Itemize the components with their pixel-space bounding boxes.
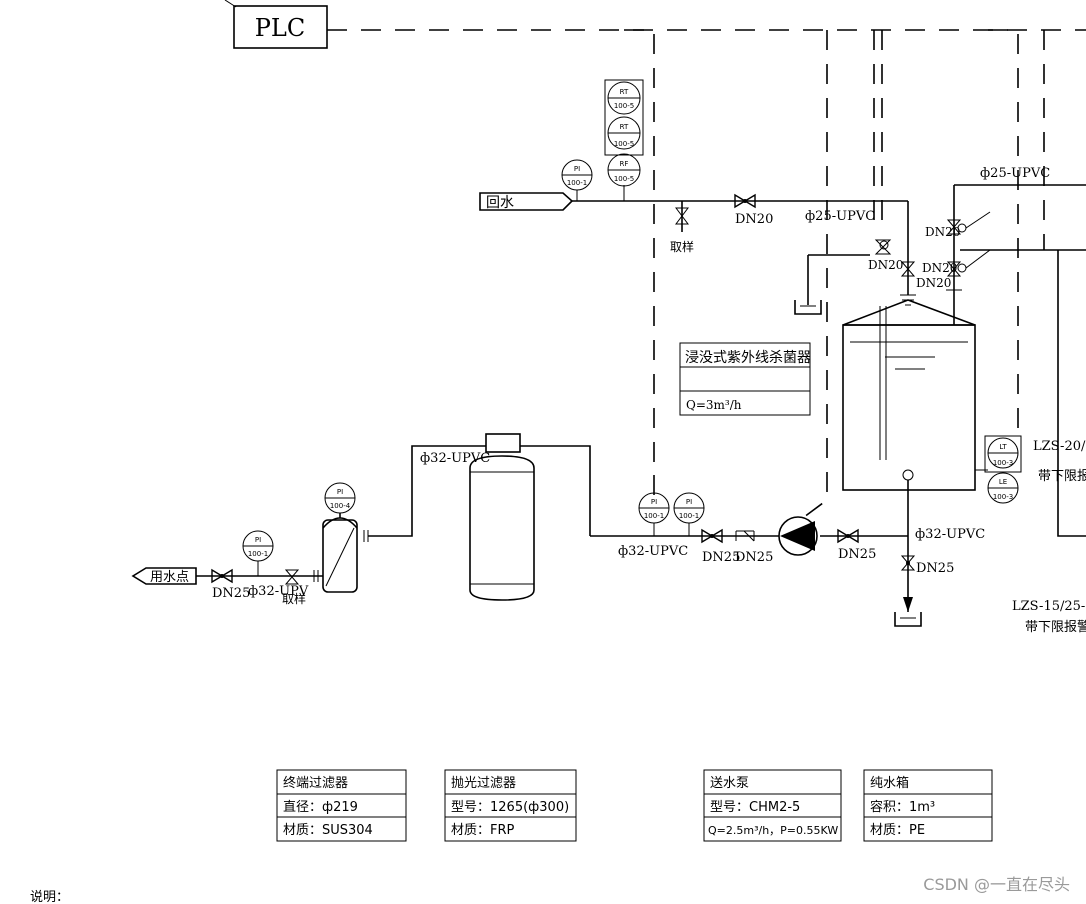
svg-text:100-1: 100-1 bbox=[679, 512, 699, 520]
pipe-25-mid-label: ф25-UPVC bbox=[805, 209, 875, 224]
lzs1-model-label: LZS-20/160 bbox=[1033, 439, 1086, 454]
svg-text:PI: PI bbox=[337, 488, 343, 496]
level-instruments: LT 100-3 LE 100-3 LZS-20/160 带下限报警 LZS-1… bbox=[975, 435, 1086, 635]
pi-pump2-instrument: PI 100-1 bbox=[673, 492, 705, 536]
supply-pump-icon bbox=[778, 516, 818, 556]
rt2-instrument: RT 100-5 bbox=[607, 116, 641, 150]
pi-pump1-instrument: PI 100-1 bbox=[638, 492, 670, 536]
svg-text:送水泵: 送水泵 bbox=[710, 776, 749, 791]
dn25-b-label: DN25 bbox=[735, 550, 773, 565]
pure-water-tank bbox=[842, 289, 976, 491]
svg-text:100-4: 100-4 bbox=[330, 502, 351, 510]
svg-text:RT: RT bbox=[620, 88, 629, 96]
svg-text:终端过滤器: 终端过滤器 bbox=[283, 775, 348, 791]
svg-text:材质：SUS304: 材质：SUS304 bbox=[283, 823, 373, 838]
return-water-pipe: 回水 DN20 ф25-UPVC 取样 DN20 DN20 bbox=[479, 192, 951, 315]
uv-flow: Q=3m³/h bbox=[686, 398, 742, 412]
watermark: CSDN @一直在尽头 bbox=[923, 875, 1070, 894]
svg-text:容积：1m³: 容积：1m³ bbox=[870, 799, 935, 815]
pipe-32-pump-label: ф32-UPVC bbox=[618, 544, 688, 559]
svg-text:型号：1265(ф300): 型号：1265(ф300) bbox=[451, 800, 569, 815]
svg-text:LE: LE bbox=[999, 478, 1007, 486]
lzs2-alarm-label: 带下限报警 bbox=[1025, 619, 1086, 635]
right-inlet-pipes: ф25-UPVC DN20 DN20 bbox=[922, 166, 1086, 537]
dn20-right1-label: DN20 bbox=[925, 225, 960, 239]
pi-left-instrument: PI 100-1 bbox=[242, 530, 274, 576]
svg-text:PI: PI bbox=[255, 536, 261, 544]
lzs2-model-label: LZS-15/25-250 bbox=[1012, 599, 1086, 614]
pipe-32-tank-label: ф32-UPVC bbox=[915, 527, 985, 542]
svg-text:100-3: 100-3 bbox=[993, 493, 1013, 501]
table-terminal-filter: 终端过滤器 直径：ф219 材质：SUS304 bbox=[276, 769, 407, 842]
plc-box: PLC bbox=[224, 0, 328, 49]
plc-label: PLC bbox=[255, 14, 305, 42]
table-supply-pump: 送水泵 型号：CHM2-5 Q=2.5m³/h，P=0.55KW bbox=[703, 769, 842, 842]
sample-valve-label: 取样 bbox=[670, 239, 694, 254]
svg-text:100-1: 100-1 bbox=[644, 512, 664, 520]
use-point-label: 用水点 bbox=[150, 570, 189, 585]
uv-sterilizer-box: 浸没式紫外线杀菌器 Q=3m³/h bbox=[679, 342, 811, 416]
dn25-left-label: DN25 bbox=[212, 586, 250, 601]
pipe-32-left-label: ф32-UPV bbox=[248, 584, 309, 599]
pipe-25-top-label: ф25-UPVC bbox=[980, 166, 1050, 181]
return-water-label: 回水 bbox=[486, 195, 514, 211]
svg-text:RF: RF bbox=[620, 160, 629, 168]
control-signal-lines bbox=[327, 29, 1086, 521]
dn20-center-label: DN20 bbox=[868, 258, 903, 272]
svg-text:抛光过滤器: 抛光过滤器 bbox=[451, 776, 516, 791]
svg-text:材质：FRP: 材质：FRP bbox=[451, 823, 515, 838]
table-water-tank: 纯水箱 容积：1m³ 材质：PE bbox=[863, 769, 993, 842]
lt-instrument: LT 100-3 bbox=[987, 437, 1019, 469]
main-supply-line: DN25 ф32-UPVC DN25 DN25 DN25 PI 100-1 bbox=[131, 433, 985, 627]
uv-title: 浸没式紫外线杀菌器 bbox=[685, 350, 811, 366]
polish-filter-vessel bbox=[469, 433, 535, 601]
svg-text:PI: PI bbox=[651, 498, 657, 506]
sample-valve-left-label: 取样 bbox=[282, 591, 306, 606]
svg-text:100-1: 100-1 bbox=[248, 550, 268, 558]
dn20-return-label: DN20 bbox=[735, 212, 773, 227]
svg-text:纯水箱: 纯水箱 bbox=[870, 775, 909, 791]
instrument-stack: RT 100-5 RT 100-5 RF 100-5 bbox=[604, 79, 644, 201]
svg-text:100-5: 100-5 bbox=[614, 175, 634, 183]
svg-text:100-3: 100-3 bbox=[993, 459, 1013, 467]
svg-text:Q=2.5m³/h，P=0.55KW: Q=2.5m³/h，P=0.55KW bbox=[708, 824, 838, 837]
terminal-filter-vessel bbox=[322, 513, 358, 593]
svg-text:100-1: 100-1 bbox=[567, 179, 587, 187]
svg-text:材质：PE: 材质：PE bbox=[870, 823, 925, 838]
dn20-center2-label: DN20 bbox=[916, 276, 951, 290]
svg-text:PI: PI bbox=[686, 498, 692, 506]
svg-text:RT: RT bbox=[620, 123, 629, 131]
dn25-c-label: DN25 bbox=[838, 547, 876, 562]
table-polish-filter: 抛光过滤器 型号：1265(ф300) 材质：FRP bbox=[444, 769, 577, 842]
svg-text:直径：ф219: 直径：ф219 bbox=[283, 800, 358, 815]
svg-text:LT: LT bbox=[999, 443, 1007, 451]
note-label: 说明： bbox=[30, 890, 69, 904]
pi-return-instrument: PI 100-1 bbox=[561, 159, 593, 201]
svg-text:型号：CHM2-5: 型号：CHM2-5 bbox=[710, 800, 800, 815]
dn25-drain-label: DN25 bbox=[916, 561, 954, 576]
svg-text:PI: PI bbox=[574, 165, 580, 173]
rt1-instrument: RT 100-5 bbox=[607, 81, 641, 115]
rf-instrument: RF 100-5 bbox=[607, 153, 641, 187]
dn20-right2-label: DN20 bbox=[922, 261, 957, 275]
svg-text:100-5: 100-5 bbox=[614, 140, 634, 148]
dn25-a-label: DN25 bbox=[702, 550, 740, 565]
svg-text:100-5: 100-5 bbox=[614, 102, 634, 110]
pi-filter-instrument: PI 100-4 bbox=[324, 482, 356, 514]
le-instrument: LE 100-3 bbox=[987, 472, 1019, 504]
lzs1-alarm-label: 带下限报警 bbox=[1038, 468, 1086, 484]
